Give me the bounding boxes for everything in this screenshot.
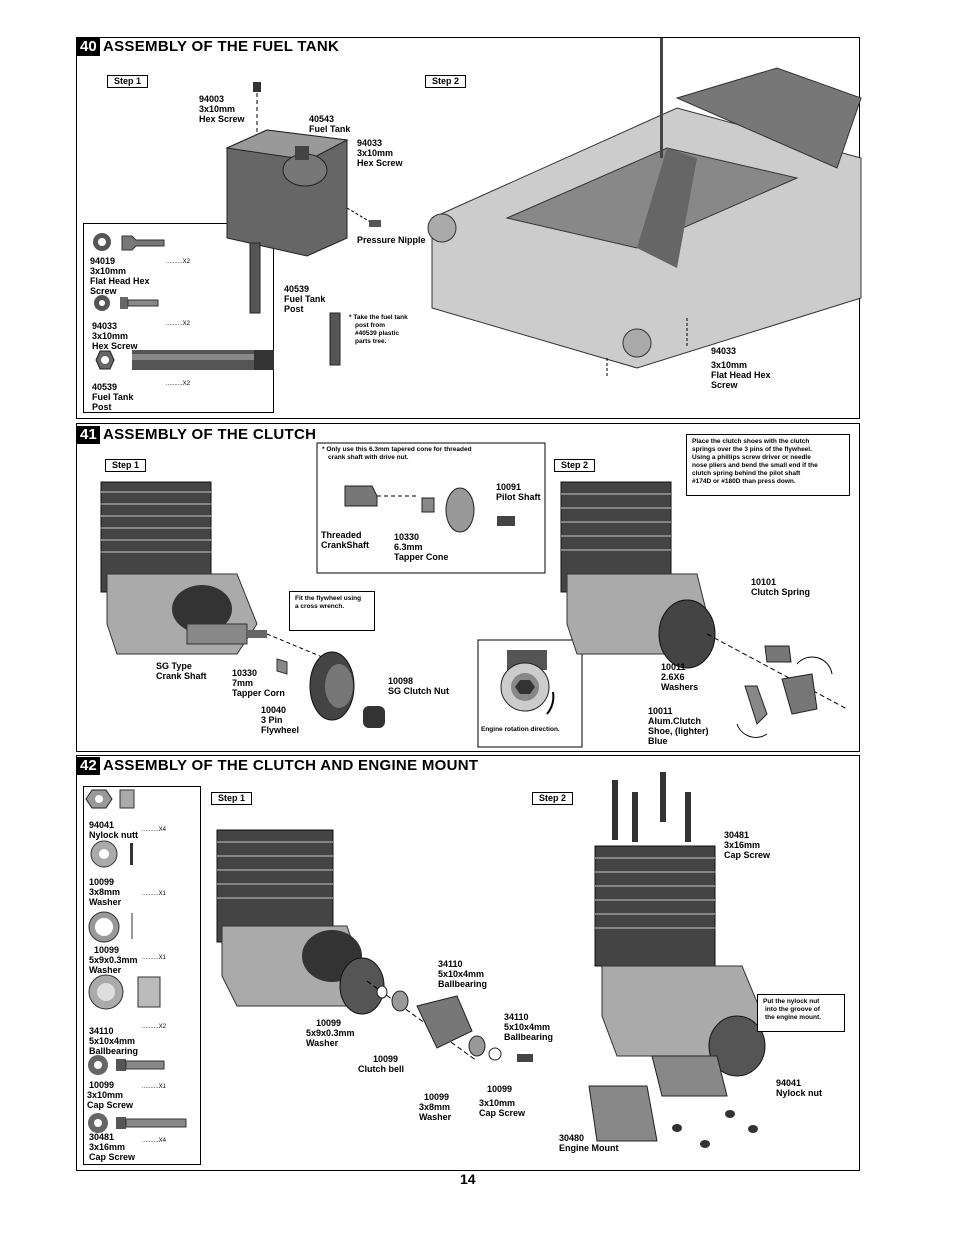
section-41-title: ASSEMBLY OF THE CLUTCH <box>103 426 317 443</box>
section-40-step1: Step 1 <box>107 75 149 88</box>
part-94019-qty: ..........X2 <box>166 259 191 265</box>
rotation-note: Engine rotation direction. <box>481 726 560 733</box>
callout-clutch-shoe: 10011 Alum.Clutch Shoe, (lighter) Blue <box>648 706 709 746</box>
callout-94033-tank: 94033 3x10mm Hex Screw <box>357 138 403 168</box>
part-10099-washer59: 10099 5x9x0.3mm Washer <box>89 945 138 975</box>
part-10099-washer59-qty: ..........X1 <box>142 955 167 961</box>
section-42-title: ASSEMBLY OF THE CLUTCH AND ENGINE MOUNT <box>103 757 479 774</box>
section-42-step1: Step 1 <box>211 792 253 805</box>
section-40-step2: Step 2 <box>425 75 467 88</box>
inset-pilot-shaft: 10091 Pilot Shaft <box>496 482 541 502</box>
callout-pressure-nipple: Pressure Nipple <box>357 235 426 245</box>
part-10099-washer38-qty: ..........X1 <box>142 891 167 897</box>
callout-washers: 10011 2.6X6 Washers <box>661 662 699 692</box>
clutch-engine-illustration <box>100 442 848 748</box>
callout-bb-top: 34110 5x10x4mm Ballbearing <box>438 959 488 989</box>
part-30481-qty: ..........X4 <box>142 1138 167 1144</box>
section-40-title: ASSEMBLY OF THE FUEL TANK <box>103 38 340 55</box>
clutch-instruction-note: Place the clutch shoes with the clutch s… <box>686 434 850 496</box>
callout-40543: 40543 Fuel Tank <box>309 114 351 134</box>
callout-flywheel: 10040 3 Pin Flywheel <box>261 705 300 735</box>
inset-threaded-crank: Threaded CrankShaft <box>321 530 370 550</box>
part-94033-label: 94033 3x10mm Hex Screw <box>92 321 138 351</box>
post-note: * Take the fuel tank post from #40539 pl… <box>349 314 408 345</box>
nylock-note: Put the nylock nut into the groove of th… <box>757 994 845 1032</box>
part-34110: 34110 5x10x4mm Ballbearing <box>89 1026 139 1056</box>
callout-nylock: 94041 Nylock nut <box>776 1078 823 1098</box>
callout-engine-mount: 30480 Engine Mount <box>559 1133 619 1153</box>
part-10099-cap: 10099 3x10mm Cap Screw <box>87 1080 134 1110</box>
fuel-tank-illustration <box>225 38 862 378</box>
section-41-number: 41 <box>77 426 100 444</box>
callout-clutch-nut: 10098 SG Clutch Nut <box>388 676 449 696</box>
callout-washer38: 10099 3x8mm Washer <box>419 1092 452 1122</box>
threaded-crank-note: * Only use this 6.3mm tapered cone for t… <box>322 446 472 461</box>
section-41-step1: Step 1 <box>105 459 147 472</box>
callout-washer59: 10099 5x9x0.3mm Washer <box>306 1018 355 1048</box>
flywheel-note: Fit the flywheel using a cross wrench. <box>289 591 375 631</box>
page-number: 14 <box>460 1171 476 1187</box>
part-94033-qty: ..........X2 <box>166 321 191 327</box>
part-34110-qty: ..........X2 <box>142 1024 167 1030</box>
part-94019-label: 94019 3x10mm Flat Head Hex Screw <box>90 256 150 296</box>
engine-mount-illustration <box>216 772 768 1148</box>
section-42-panel: 42 ASSEMBLY OF THE CLUTCH AND ENGINE MOU… <box>76 755 860 1171</box>
callout-40539-post: 40539 Fuel Tank Post <box>284 284 326 314</box>
callout-crank-shaft: SG Type Crank Shaft <box>156 661 207 681</box>
callout-clutch-bell: 10099 Clutch bell <box>358 1054 405 1074</box>
flat-head-screw-icon <box>93 233 274 370</box>
callout-tapper-corn: 10330 7mm Tapper Corn <box>232 668 285 698</box>
part-10099-washer38: 10099 3x8mm Washer <box>89 877 122 907</box>
section-40-number: 40 <box>77 38 100 56</box>
section-42-parts-box: 94041 Nylock nutt ..........X4 10099 3x8… <box>83 786 201 1165</box>
callout-94033-chassis: 94033 3x10mm Flat Head Hex Screw <box>711 346 771 390</box>
part-30481: 30481 3x16mm Cap Screw <box>89 1132 136 1162</box>
section-41-panel: 41 ASSEMBLY OF THE CLUTCH Step 1 Step 2 <box>76 423 860 752</box>
part-10099-cap-qty: ..........X1 <box>142 1084 167 1090</box>
part-94041: 94041 Nylock nutt <box>89 820 139 840</box>
section-42-number: 42 <box>77 757 100 775</box>
section-41-step2: Step 2 <box>554 459 596 472</box>
callout-clutch-spring: 10101 Clutch Spring <box>751 577 810 597</box>
section-40-panel: 40 ASSEMBLY OF THE FUEL TANK Step 1 Step… <box>76 37 862 419</box>
part-40539-qty: ..........X2 <box>166 381 191 387</box>
callout-bb-low: 34110 5x10x4mm Ballbearing <box>504 1012 554 1042</box>
section-42-step2: Step 2 <box>532 792 574 805</box>
callout-cap3x16: 30481 3x16mm Cap Screw <box>724 830 771 860</box>
callout-94003: 94003 3x10mm Hex Screw <box>199 94 245 124</box>
inset-tapper-cone: 10330 6.3mm Tapper Cone <box>394 532 449 562</box>
callout-cap3x10: 10099 3x10mm Cap Screw <box>479 1084 526 1118</box>
part-94041-qty: ..........X4 <box>142 827 167 833</box>
part-40539-label: 40539 Fuel Tank Post <box>92 382 134 412</box>
parts-icons <box>85 789 187 1133</box>
section-40-parts-box: 94019 3x10mm Flat Head Hex Screw .......… <box>83 223 274 413</box>
